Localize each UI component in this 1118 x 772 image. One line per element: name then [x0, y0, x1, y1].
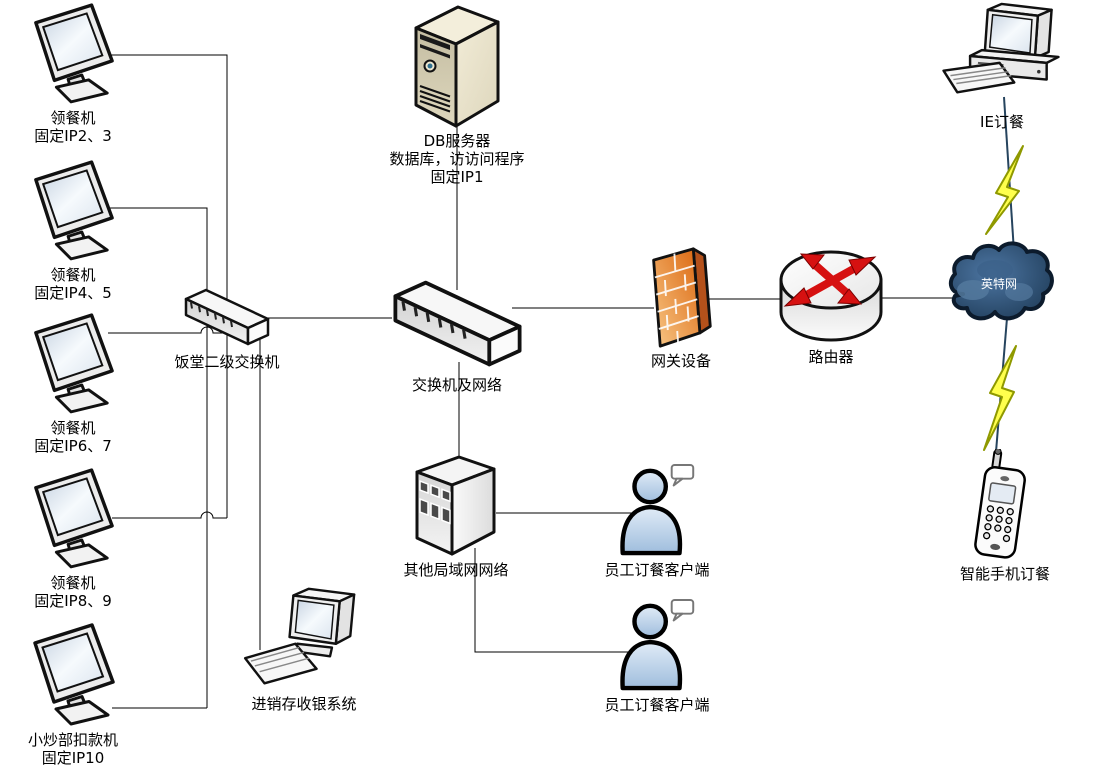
node-label: 智能手机订餐: [959, 565, 1050, 583]
node-label: 领餐机 固定IP8、9: [34, 574, 112, 610]
desktop-computer-icon: [940, 1, 1064, 109]
node-label: 网关设备: [650, 352, 711, 370]
node-employee-client-1[interactable]: 员工订餐客户端: [604, 463, 710, 579]
person-icon: [617, 463, 697, 557]
building-icon: [411, 453, 501, 557]
node-label: 英特网: [980, 277, 1017, 291]
node-ie-ordering-pc[interactable]: IE订餐: [938, 1, 1066, 131]
node-smartphone-ordering[interactable]: 智能手机订餐: [947, 449, 1063, 583]
node-label: 饭堂二级交换机: [174, 353, 280, 371]
connector-building-client2: [474, 548, 630, 653]
node-canteen-machine-4[interactable]: 领餐机 固定IP8、9: [6, 466, 140, 610]
node-gateway-device[interactable]: 网关设备: [645, 246, 717, 370]
node-label: 领餐机 固定IP4、5: [34, 266, 112, 302]
monitor-keyboard-icon: [241, 583, 367, 691]
lightning-bolt-icon: [983, 345, 1017, 451]
server-tower-icon: [410, 2, 504, 128]
tft-monitor-icon: [30, 1, 116, 105]
node-router[interactable]: 路由器: [776, 248, 886, 366]
node-canteen-machine-3[interactable]: 领餐机 固定IP6、7: [6, 311, 140, 455]
node-label: 员工订餐客户端: [604, 561, 710, 579]
lightning-bolt-icon: [985, 145, 1024, 235]
node-employee-client-2[interactable]: 员工订餐客户端: [604, 598, 710, 714]
tft-monitor-icon: [29, 621, 117, 727]
router-icon: [778, 248, 884, 344]
node-other-lan[interactable]: 其他局域网网络: [402, 453, 510, 579]
switch-icon: [183, 283, 271, 349]
node-internet-cloud[interactable]: 英特网: [941, 236, 1057, 328]
connector-machine1-switch: [108, 54, 228, 518]
node-switch-network[interactable]: 交换机及网络: [383, 272, 531, 394]
node-label: 小炒部扣款机 固定IP10: [27, 731, 118, 767]
switch-icon: [385, 272, 530, 372]
node-label: 其他局域网网络: [403, 561, 509, 579]
node-canteen-secondary-switch[interactable]: 饭堂二级交换机: [174, 283, 280, 371]
node-label: 领餐机 固定IP6、7: [34, 419, 112, 455]
node-label: 进销存收银系统: [251, 695, 357, 713]
node-pos-system[interactable]: 进销存收银系统: [238, 583, 370, 713]
node-label: 领餐机 固定IP2、3: [34, 109, 112, 145]
node-label: 交换机及网络: [411, 376, 502, 394]
tft-monitor-icon: [30, 158, 116, 262]
firewall-icon: [648, 246, 714, 348]
tft-monitor-icon: [30, 311, 116, 415]
tft-monitor-icon: [30, 466, 116, 570]
connector-machine4-switch: [112, 511, 227, 519]
mobile-phone-icon: [969, 449, 1041, 561]
node-label: DB服务器 数据库，访访问程序 固定IP1: [389, 132, 525, 186]
node-canteen-machine-1[interactable]: 领餐机 固定IP2、3: [6, 1, 140, 145]
node-stirfry-deduction-machine[interactable]: 小炒部扣款机 固定IP10: [6, 621, 140, 767]
connector-machine2-switch: [108, 207, 208, 708]
person-icon: [617, 598, 697, 692]
node-label: 员工订餐客户端: [604, 696, 710, 714]
node-label: IE订餐: [980, 113, 1024, 131]
node-db-server[interactable]: DB服务器 数据库，访访问程序 固定IP1: [374, 2, 540, 186]
node-canteen-machine-2[interactable]: 领餐机 固定IP4、5: [6, 158, 140, 302]
node-label: 路由器: [808, 348, 854, 366]
connector-machine3-switch: [108, 326, 227, 334]
